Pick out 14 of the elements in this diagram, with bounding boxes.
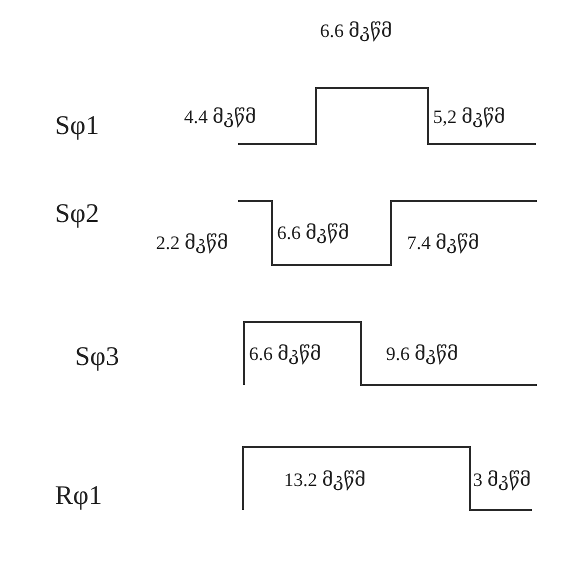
- duration-label: 7.4 მკწმ: [407, 234, 480, 253]
- duration-label: 6.6 მკწმ: [277, 224, 350, 243]
- duration-label: 6.6 მკწმ: [320, 22, 392, 41]
- duration-label: 2.2 მკწმ: [156, 234, 228, 253]
- duration-label: 9.6 მკწმ: [386, 345, 458, 364]
- signal-name: Rφ1: [55, 482, 102, 509]
- duration-label: 13.2 მკწმ: [284, 471, 366, 490]
- duration-label: 5,2 მკწმ: [433, 108, 506, 127]
- duration-label: 6.6 მკწმ: [249, 345, 322, 364]
- signal-name: Sφ3: [75, 343, 120, 370]
- signal-name: Sφ1: [55, 112, 100, 139]
- duration-label: 4.4 მკწმ: [184, 108, 256, 127]
- signal-name: Sφ2: [55, 200, 100, 227]
- duration-label: 3 მკწმ: [473, 471, 531, 490]
